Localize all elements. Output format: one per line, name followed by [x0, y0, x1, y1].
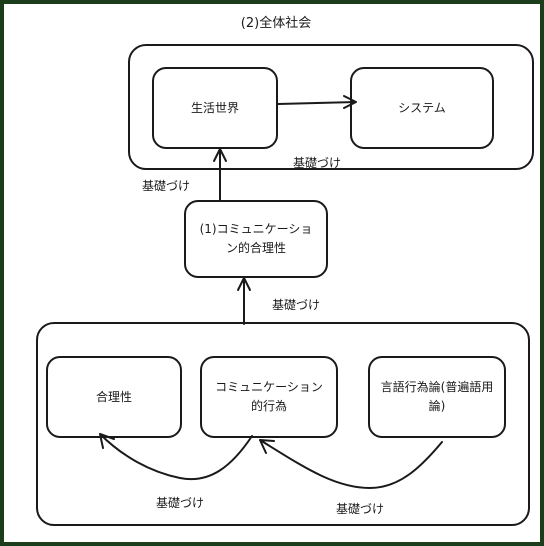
diagram-title: (2)全体社会 [240, 16, 312, 31]
communicative-action-line2: 的行為 [250, 399, 287, 413]
communicative-rationality-node[interactable]: (1)コミュニケーショ ン的合理性 [184, 200, 328, 278]
arrow-action-to-rationality-node [99, 433, 253, 481]
speech-act-theory-node[interactable]: 言語行為論(普遍語用 論) [368, 356, 506, 438]
communicative-action-node[interactable]: コミュニケーション 的行為 [200, 356, 338, 438]
arrow-speechact-to-action-node [259, 439, 443, 489]
top-group-foundation-label: 基礎づけ [293, 156, 342, 170]
system-node[interactable]: システム [350, 67, 494, 149]
system-label: システム [398, 100, 446, 115]
arrow-theory-to-rationality [237, 277, 251, 325]
arrow-rationality-to-lifeworld [213, 148, 227, 201]
rationality-node[interactable]: 合理性 [46, 356, 182, 438]
lifeworld-node[interactable]: 生活世界 [152, 67, 278, 149]
communicative-rationality-line1: (1)コミュニケーショ [199, 222, 313, 237]
connector-layer [99, 95, 443, 489]
bottom-foundation-label-left: 基礎づけ [156, 496, 205, 510]
speech-act-theory-line2: 論) [428, 399, 446, 413]
lifeworld-foundation-label: 基礎づけ [142, 179, 191, 193]
rationality-label: 合理性 [95, 389, 132, 404]
speech-act-theory-line1: 言語行為論(普遍語用 [380, 380, 494, 395]
communicative-rationality-line2: ン的合理性 [225, 241, 286, 255]
lifeworld-label: 生活世界 [190, 100, 239, 115]
arrow-lifeworld-to-system [277, 95, 357, 109]
communicative-action-line1: コミュニケーション [215, 380, 323, 395]
bottom-foundation-label-right: 基礎づけ [336, 502, 385, 516]
middle-foundation-label: 基礎づけ [272, 298, 321, 312]
